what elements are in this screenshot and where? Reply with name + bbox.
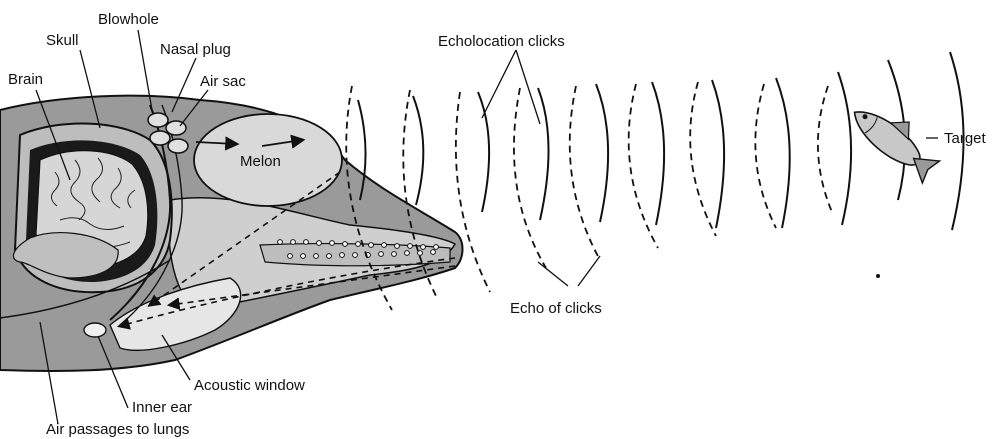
click-wave-8	[776, 78, 790, 228]
echo-wave-5	[570, 86, 600, 260]
click-wave-5	[596, 84, 608, 222]
label-air-passages: Air passages to lungs	[46, 421, 189, 438]
leader-echolocation-1	[482, 50, 516, 118]
label-target: Target	[944, 130, 987, 147]
label-skull: Skull	[46, 32, 79, 49]
echo-wave-6	[629, 84, 658, 248]
label-brain: Brain	[8, 71, 43, 88]
click-wave-2	[413, 96, 423, 205]
speck	[876, 274, 880, 278]
echo-wave-4	[514, 88, 546, 268]
label-air-sac: Air sac	[200, 73, 246, 90]
label-blowhole: Blowhole	[98, 11, 159, 28]
leader-echo-2	[578, 256, 600, 286]
label-melon: Melon	[240, 153, 281, 170]
label-echolocation-clicks: Echolocation clicks	[438, 33, 565, 50]
leader-echo-1	[538, 262, 568, 286]
click-wave-3	[478, 92, 489, 212]
echo-wave-9	[818, 86, 832, 212]
click-wave-7	[712, 80, 724, 228]
label-echo-of-clicks: Echo of clicks	[510, 300, 602, 317]
echo-wave-7	[690, 82, 716, 236]
click-wave-6	[652, 82, 664, 225]
inner-ear-shape	[84, 323, 106, 337]
label-nasal-plug: Nasal plug	[160, 41, 231, 58]
label-inner-ear: Inner ear	[132, 399, 192, 416]
label-acoustic-window: Acoustic window	[194, 377, 305, 394]
dolphin-head	[0, 96, 463, 371]
click-wave-4	[538, 88, 549, 220]
echo-wave-8	[755, 84, 776, 228]
leader-echolocation-2	[516, 50, 540, 124]
click-wave-9	[838, 72, 851, 225]
